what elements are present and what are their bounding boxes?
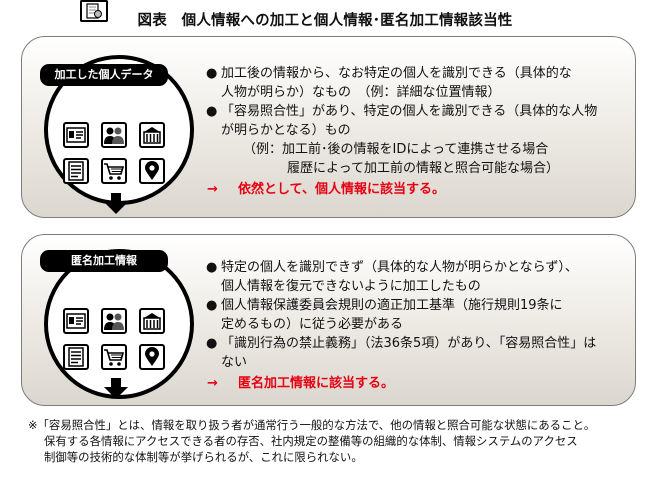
anonymized-info-panel: 匿名加工情報 ●特定の個人を識別できず（具体的な人物が明らかとならず）、 個人情… [21,234,636,406]
footnote: ※「容易照合性」とは、情報を取り扱う者が通常行う一般的な方法で、他の情報と照合可… [28,417,638,465]
building-icon [139,122,165,148]
figure-title: 図表 個人情報への加工と個人情報･匿名加工情報該当性 [137,13,513,29]
bullet-mark: ● [206,298,218,313]
bullet-text: 特定の個人を識別できず（具体的な人物が明らかとならず）、 [221,260,578,275]
people-icon [101,308,127,334]
bullet-mark: ● [206,336,218,351]
document-icon [63,344,89,370]
footnote-line: 保有する各情報にアクセスできる者の存否、社内規定の整備等の組織的な体制、情報シス… [44,434,578,448]
map-pin-icon [139,344,165,370]
down-arrow-icon [104,193,128,214]
conclusion-arrow: → [207,376,218,391]
continuation-line: 個人情報を復元できないように加工したもの [221,279,481,294]
processed-personal-data-panel: 加工した個人データ ●加工後の情報から、なお特定の個人を識別できる（具体的な 人… [21,36,636,218]
example-line: （例：加工前･後の情報をIDによって連携させる場合 [243,142,549,157]
bullet-line: ●「容易照合性」があり、特定の個人を識別できる（具体的な人物 [206,102,646,121]
panel-tag: 匿名加工情報 [40,250,168,272]
conclusion-text: 依然として、個人情報に該当する。 [238,182,445,197]
continuation-line: 定めるもの）に従う必要がある [221,317,404,332]
conclusion: → 依然として、個人情報に該当する。 [206,180,646,199]
example-line: 履歴によって加工前の情報と照合可能な場合） [287,161,559,176]
conclusion: → 匿名加工情報に該当する。 [206,374,646,393]
panel-description: ●特定の個人を識別できず（具体的な人物が明らかとならず）、 個人情報を復元できな… [206,258,646,393]
bullet-mark: ● [206,104,218,119]
id-card-icon [63,308,89,334]
footnote-line: 制御等の技術的な体制等が挙げられるが、これに限られない。 [44,450,363,464]
shopping-cart-icon [101,158,127,184]
shopping-cart-icon [101,344,127,370]
anonymized-document-icon [86,3,102,19]
panel-description: ●加工後の情報から、なお特定の個人を識別できる（具体的な 人物が明らか）なもの … [206,64,646,199]
continuation-line: ない [221,355,248,370]
conclusion-arrow: → [207,182,218,197]
bullet-mark: ● [206,66,218,81]
building-icon [139,308,165,334]
bullet-text: 個人情報保護委員会規則の適正加工基準（施行規則19条に [221,298,563,313]
bullet-line: ●「識別行為の禁止義務」（法36条5項）があり、「容易照合性」は [206,334,646,353]
bullet-text: 「識別行為の禁止義務」（法36条5項）があり、「容易照合性」は [221,336,597,351]
down-arrow-icon [104,378,128,399]
anonymized-output-box [80,0,108,22]
people-icon [101,122,127,148]
conclusion-text: 匿名加工情報に該当する。 [238,376,395,391]
document-icon [63,158,89,184]
bullet-text: 加工後の情報から、なお特定の個人を識別できる（具体的な [221,66,572,81]
id-card-icon [63,122,89,148]
map-pin-icon [139,158,165,184]
data-icon-grid [63,122,165,184]
bullet-text: 「容易照合性」があり、特定の個人を識別できる（具体的な人物 [221,104,598,119]
footnote-line: ※「容易照合性」とは、情報を取り扱う者が通常行う一般的な方法で、他の情報と照合可… [28,418,596,432]
bullet-line: ●特定の個人を識別できず（具体的な人物が明らかとならず）、 [206,258,646,277]
continuation-line: が明らかとなる）もの [221,123,351,138]
continuation-line: 人物が明らか）なもの （例：詳細な位置情報） [221,85,501,100]
bullet-line: ●加工後の情報から、なお特定の個人を識別できる（具体的な [206,64,646,83]
panel-tag: 加工した個人データ [40,64,168,86]
bullet-line: ●個人情報保護委員会規則の適正加工基準（施行規則19条に [206,296,646,315]
bullet-mark: ● [206,260,218,275]
data-icon-grid [63,308,165,370]
